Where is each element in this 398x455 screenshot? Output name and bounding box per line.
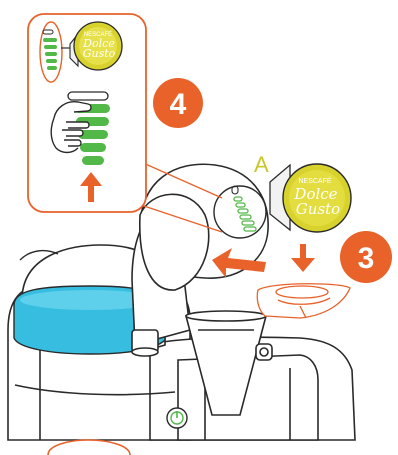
step-3-number: 3 <box>358 242 375 275</box>
arrow-down-icon <box>291 244 315 272</box>
label-a: A <box>254 152 269 177</box>
tray-knob <box>256 344 272 360</box>
step-4-number: 4 <box>170 88 187 121</box>
step-3-badge: 3 <box>340 231 392 283</box>
machine-head <box>140 164 268 290</box>
capsule: NESCAFÉ Dolce Gusto <box>270 164 351 232</box>
capsule-holder <box>257 284 350 318</box>
step-badge-partial <box>48 440 130 455</box>
step-4-badge: 4 <box>153 78 203 128</box>
head-indicator-ring <box>214 186 266 238</box>
power-button <box>167 408 187 428</box>
level-bar-top <box>68 92 108 100</box>
capsule-brand-top: NESCAFÉ <box>298 176 331 185</box>
capsule-brand-line2: Gusto <box>296 200 340 218</box>
mini-capsule-brand-line2: Gusto <box>83 47 116 60</box>
